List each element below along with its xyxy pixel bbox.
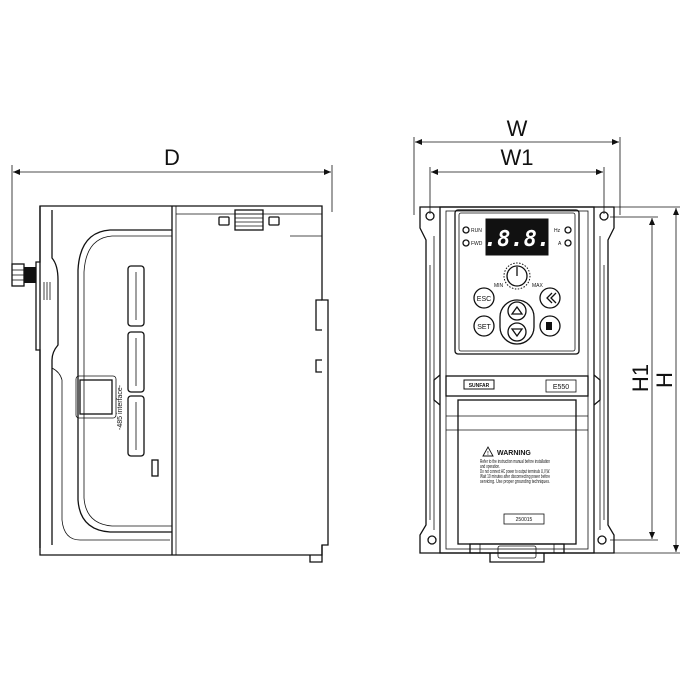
brand-plate bbox=[445, 375, 589, 397]
front-view: W W1 H H1 8.8. bbox=[413, 116, 680, 563]
warning-label: ! WARNING Refer to the instruction manua… bbox=[480, 446, 550, 485]
svg-text:A: A bbox=[558, 241, 562, 247]
side-din-notch bbox=[315, 359, 322, 373]
side-vent-slot bbox=[127, 395, 145, 457]
svg-text:MAX: MAX bbox=[532, 283, 544, 289]
status-led bbox=[462, 239, 470, 247]
svg-text:SET: SET bbox=[477, 324, 491, 331]
set-button[interactable] bbox=[473, 315, 495, 337]
brand-logo-box bbox=[463, 379, 495, 390]
side-vent-slot bbox=[127, 331, 145, 393]
svg-text:WARNING: WARNING bbox=[497, 450, 531, 457]
svg-text:servicing. Use proper groundin: servicing. Use proper grounding techniqu… bbox=[480, 479, 550, 485]
mount-hole bbox=[425, 211, 435, 221]
front-side-clip bbox=[433, 374, 441, 406]
depth-label: D bbox=[164, 145, 180, 170]
nav-pad bbox=[499, 299, 535, 345]
speed-knob-dial bbox=[503, 262, 531, 290]
model-label: E550 bbox=[553, 384, 569, 391]
keypad-panel bbox=[454, 209, 580, 355]
svg-text:and operation.: and operation. bbox=[480, 464, 500, 470]
run-stop-icon bbox=[546, 322, 552, 330]
down-button[interactable] bbox=[507, 322, 527, 342]
side-port-label: -485 interface- bbox=[117, 384, 124, 430]
svg-text:MIN: MIN bbox=[494, 283, 504, 289]
side-cover-contour-inner bbox=[51, 367, 170, 541]
width-label: W bbox=[507, 116, 528, 141]
run-stop-button[interactable] bbox=[539, 315, 561, 337]
side-bottom-tab bbox=[309, 545, 323, 563]
side-indicator bbox=[151, 459, 159, 477]
svg-text:FWD: FWD bbox=[471, 241, 483, 247]
serial-label: 250015 bbox=[516, 517, 533, 523]
side-connector-nut bbox=[24, 267, 36, 283]
status-led bbox=[564, 226, 572, 234]
shift-button[interactable] bbox=[539, 287, 561, 309]
side-top-connector bbox=[234, 209, 264, 231]
up-arrow-icon bbox=[510, 305, 524, 315]
side-top-slot-left bbox=[218, 216, 230, 226]
svg-text:ESC: ESC bbox=[477, 296, 491, 303]
svg-text:RUN: RUN bbox=[471, 228, 482, 234]
speed-knob[interactable] bbox=[506, 265, 528, 287]
front-mount-flange bbox=[419, 206, 615, 554]
up-button[interactable] bbox=[507, 301, 527, 321]
width-inner-label: W1 bbox=[501, 145, 534, 170]
svg-text:Wait 10 minutes after disconne: Wait 10 minutes after disconnecting powe… bbox=[480, 474, 550, 480]
serial-label-box bbox=[503, 513, 545, 525]
side-inner-panel-2 bbox=[83, 235, 172, 527]
down-arrow-icon bbox=[510, 328, 524, 338]
height-inner-label: H1 bbox=[628, 364, 653, 392]
shift-icon bbox=[546, 292, 557, 304]
led-display-value: 8.8.8.8 bbox=[471, 227, 564, 252]
status-led bbox=[564, 239, 572, 247]
svg-text:Do not connect AC power to out: Do not connect AC power to output termin… bbox=[480, 469, 550, 475]
side-cover-contour bbox=[51, 210, 59, 545]
mount-hole bbox=[427, 535, 437, 545]
svg-text:!: ! bbox=[487, 451, 489, 457]
esc-button[interactable] bbox=[473, 287, 495, 309]
brand-logo: SUNFAR bbox=[469, 383, 490, 389]
mount-hole bbox=[597, 535, 607, 545]
side-front-cover bbox=[35, 206, 41, 548]
side-top-slot-right bbox=[268, 216, 280, 226]
side-inner-panel bbox=[77, 229, 172, 533]
side-housing-outline bbox=[39, 205, 329, 556]
side-view: D bbox=[11, 145, 333, 563]
side-vent-slot bbox=[127, 265, 145, 327]
svg-text:Hz: Hz bbox=[554, 228, 561, 234]
side-din-notch bbox=[315, 299, 322, 331]
bottom-terminal-block bbox=[469, 543, 565, 554]
side-rs485-port bbox=[79, 379, 113, 415]
keypad-panel-inner bbox=[458, 212, 576, 352]
svg-text:Refer to the instruction manua: Refer to the instruction manual before i… bbox=[480, 459, 550, 465]
height-label: H bbox=[652, 372, 677, 388]
bottom-cable-clip bbox=[489, 553, 545, 563]
front-side-clip bbox=[593, 374, 601, 406]
status-led bbox=[462, 226, 470, 234]
warning-triangle-icon bbox=[482, 446, 494, 457]
mount-hole bbox=[599, 211, 609, 221]
led-display bbox=[485, 218, 549, 256]
